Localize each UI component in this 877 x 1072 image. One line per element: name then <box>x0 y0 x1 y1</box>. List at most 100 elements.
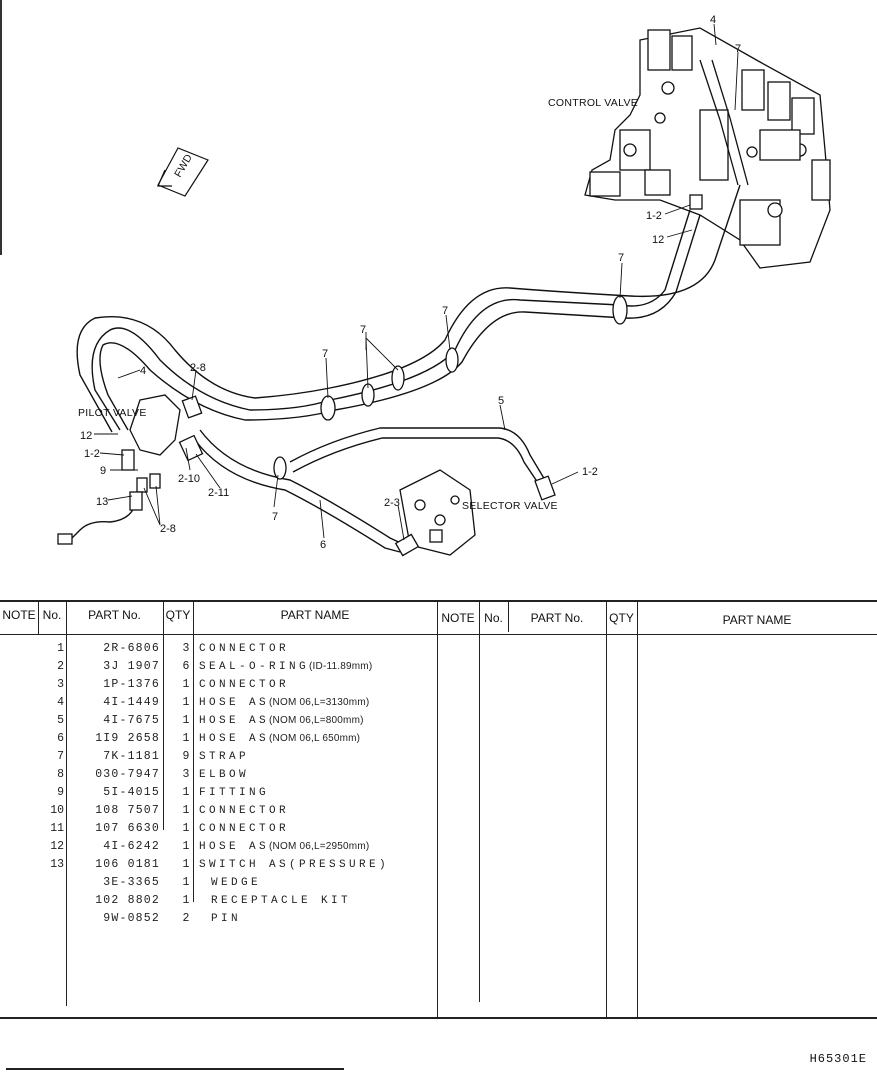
part-name-suffix: (ID-11.89mm) <box>309 661 373 672</box>
cell-qty: 2 <box>182 912 190 925</box>
cell-no: 4 <box>57 696 64 709</box>
control-valve-illustration <box>584 27 831 269</box>
header-note-right: NOTE <box>441 611 475 625</box>
cell-part-name: SEAL-O-RING(ID-11.89mm) <box>199 658 372 676</box>
cell-part-name: CONNECTOR <box>199 820 289 838</box>
part-name-suffix: (NOM 06,L=800mm) <box>269 715 364 726</box>
part-name-text: HOSE AS <box>199 841 270 853</box>
header-qty: QTY <box>165 608 191 622</box>
cell-no: 13 <box>50 858 64 871</box>
col-divider <box>163 602 164 830</box>
cell-qty: 1 <box>182 822 190 835</box>
callout-label: 2-11 <box>208 487 229 499</box>
cell-qty: 6 <box>182 660 190 673</box>
table-row: 11 107 6630 1 CONNECTOR <box>0 820 440 838</box>
cell-part-name: SWITCH AS(PRESSURE) <box>199 856 389 874</box>
part-name-suffix: (NOM 06,L=3130mm) <box>269 697 370 708</box>
cell-part-no: 030-7947 <box>95 768 160 781</box>
cell-part-no: 4I-1449 <box>103 696 160 709</box>
header-part-name-right: PART NAME <box>722 613 792 627</box>
cell-no: 12 <box>50 840 64 853</box>
document-code: H65301E <box>809 1052 867 1066</box>
part-name-text: CONNECTOR <box>199 643 290 655</box>
fwd-label: FWD <box>172 152 195 180</box>
cell-no: 2 <box>57 660 64 673</box>
cell-qty: 1 <box>182 858 190 871</box>
cell-qty: 1 <box>182 696 190 709</box>
callout-label: 12 <box>652 234 664 246</box>
part-name-text: HOSE AS <box>199 697 270 709</box>
hydraulic-diagram: FWD CONTROL VALVE PILOT VALVE SELECTOR V… <box>57 14 831 557</box>
cell-part-name: HOSE AS(NOM 06,L=2950mm) <box>199 838 369 856</box>
cell-qty: 9 <box>182 750 190 763</box>
part-name-text: HOSE AS <box>199 733 270 745</box>
leader-lines <box>94 23 739 541</box>
cell-qty: 3 <box>182 768 190 781</box>
cell-no: 10 <box>50 804 64 817</box>
cell-part-name: ELBOW <box>199 766 249 784</box>
col-divider <box>637 602 638 1017</box>
cell-no: 9 <box>57 786 64 799</box>
part-name-text: SWITCH AS(PRESSURE) <box>199 859 390 871</box>
part-name-text: FITTING <box>199 787 270 799</box>
header-part-no: PART No. <box>88 608 141 622</box>
parts-table: NOTE No. PART No. QTY PART NAME NOTE No.… <box>0 600 877 1019</box>
header-note: NOTE <box>2 608 36 622</box>
selector-valve-label: SELECTOR VALVE <box>462 500 558 512</box>
callout-label: 2-8 <box>190 362 206 374</box>
selector-valve-illustration <box>394 469 476 557</box>
cell-part-name: WEDGE <box>211 874 261 892</box>
table-row: 12 4I-6242 1 HOSE AS(NOM 06,L=2950mm) <box>0 838 440 856</box>
callout-label: 5 <box>498 395 504 407</box>
col-divider <box>38 602 39 634</box>
callout-label: 1-2 <box>582 466 598 478</box>
cell-part-no: 4I-6242 <box>103 840 160 853</box>
table-row: 6 1I9 2658 1 HOSE AS(NOM 06,L 650mm) <box>0 730 440 748</box>
header-qty-right: QTY <box>609 611 634 625</box>
part-name-suffix: (NOM 06,L 650mm) <box>269 733 361 744</box>
cell-part-no: 106 0181 <box>95 858 160 871</box>
callout-label: 9 <box>100 465 106 477</box>
header-part-no-right: PART No. <box>530 611 584 625</box>
header-part-name: PART NAME <box>280 608 350 622</box>
cell-no: 1 <box>57 642 64 655</box>
col-divider <box>437 602 438 1017</box>
table-bottom-rule <box>0 1017 877 1019</box>
table-row: 2 3J 1907 6 SEAL-O-RING(ID-11.89mm) <box>0 658 440 676</box>
callout-label: 7 <box>442 305 448 317</box>
part-name-text: CONNECTOR <box>199 679 290 691</box>
cell-no: 5 <box>57 714 64 727</box>
cell-part-no: 3E-3365 <box>103 876 160 889</box>
hose-lines <box>69 184 741 553</box>
callout-label: 7 <box>735 43 741 55</box>
table-row: 7 7K-1181 9 STRAP <box>0 748 440 766</box>
part-name-text: SEAL-O-RING <box>199 661 310 673</box>
header-no-right: No. <box>484 611 503 625</box>
col-divider <box>193 602 194 902</box>
footer-rule <box>6 1068 344 1070</box>
cell-part-no: 102 8802 <box>95 894 160 907</box>
cell-no: 7 <box>57 750 64 763</box>
table-top-rule <box>0 600 877 602</box>
callout-numbers: 4 7 1-2 12 7 7 7 7 7 4 2-8 12 1-2 9 13 2… <box>80 14 741 551</box>
cell-qty: 3 <box>182 642 190 655</box>
part-name-text: PIN <box>211 913 242 925</box>
callout-label: 4 <box>710 14 716 26</box>
callout-label: 6 <box>320 539 326 551</box>
table-row: 5 4I-7675 1 HOSE AS(NOM 06,L=800mm) <box>0 712 440 730</box>
cell-part-name: PIN <box>211 910 241 928</box>
callout-label: 13 <box>96 496 108 508</box>
cell-part-name: CONNECTOR <box>199 676 289 694</box>
table-row: 13 106 0181 1 SWITCH AS(PRESSURE) <box>0 856 440 874</box>
cell-part-name: RECEPTACLE KIT <box>211 892 351 910</box>
cell-part-name: FITTING <box>199 784 269 802</box>
part-name-text: CONNECTOR <box>199 823 290 835</box>
cell-part-name: CONNECTOR <box>199 640 289 658</box>
cell-part-name: HOSE AS(NOM 06,L=3130mm) <box>199 694 369 712</box>
callout-label: 12 <box>80 430 92 442</box>
cell-no: 11 <box>50 822 64 835</box>
cell-part-no: 3J 1907 <box>103 660 160 673</box>
callout-label: 2-10 <box>178 473 200 485</box>
cell-part-no: 1P-1376 <box>103 678 160 691</box>
col-divider <box>479 602 480 1002</box>
